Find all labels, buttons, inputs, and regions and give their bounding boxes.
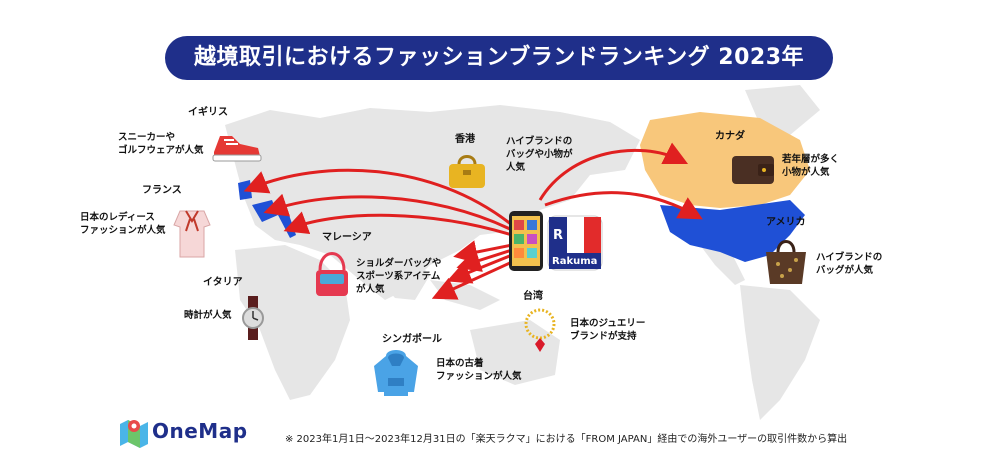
usa-name: アメリカ xyxy=(766,217,806,228)
france-caption-1: 日本のレディース xyxy=(80,212,155,223)
uk-name: イギリス xyxy=(188,107,228,118)
italy-name: イタリア xyxy=(203,277,243,288)
singapore-name: シンガポール xyxy=(382,334,442,345)
page-title: 越境取引におけるファッションブランドランキング 2023年 xyxy=(165,36,833,80)
hongkong-name: 香港 xyxy=(455,134,475,145)
canada-caption-1: 若年層が多く xyxy=(782,154,840,165)
rakuma-logo-icon: R xyxy=(547,215,603,271)
malaysia-caption-3: が人気 xyxy=(356,284,385,295)
singapore-caption-2: ファッションが人気 xyxy=(436,371,522,382)
france-name: フランス xyxy=(142,185,182,196)
italy-caption-1: 時計が人気 xyxy=(184,310,232,321)
usa-caption-2: バッグが人気 xyxy=(816,265,874,276)
canada-name: カナダ xyxy=(715,131,745,142)
malaysia-caption-1: ショルダーバッグや xyxy=(356,258,442,269)
necklace-icon xyxy=(524,308,556,352)
hongkong-caption-2: バッグや小物が xyxy=(506,149,573,160)
handbag-icon xyxy=(449,155,485,188)
svg-text:R: R xyxy=(553,228,563,243)
watch-icon xyxy=(242,296,264,340)
smartphone-icon xyxy=(509,211,543,271)
blouse-icon xyxy=(173,210,211,258)
malaysia-name: マレーシア xyxy=(322,232,372,243)
singapore-caption-1: 日本の古着 xyxy=(436,358,484,369)
hongkong-caption-3: 人気 xyxy=(506,162,526,173)
sneaker-icon xyxy=(212,136,262,162)
onemap-logo-icon xyxy=(120,420,148,448)
france-caption-2: ファッションが人気 xyxy=(80,225,166,236)
rakuma-label: Rakuma xyxy=(552,256,598,267)
taiwan-caption-1: 日本のジュエリー xyxy=(570,318,646,329)
taiwan-caption-2: ブランドが支持 xyxy=(570,331,637,342)
usa-caption-1: ハイブランドの xyxy=(816,252,883,263)
tote-bag-icon xyxy=(766,240,806,284)
taiwan-name: 台湾 xyxy=(523,291,543,302)
canada-caption-2: 小物が人気 xyxy=(782,167,830,178)
uk-caption-2: ゴルフウェアが人気 xyxy=(118,145,204,156)
uk-caption-1: スニーカーや xyxy=(118,132,176,143)
wallet-icon xyxy=(732,156,774,184)
footnote: ※ 2023年1月1日～2023年12月31日の「楽天ラクマ」における「FROM… xyxy=(285,434,848,445)
malaysia-caption-2: スポーツ系アイテム xyxy=(356,271,441,282)
hongkong-caption-1: ハイブランドの xyxy=(506,136,573,147)
shoulder-bag-icon xyxy=(316,252,348,296)
brand-logo: OneMap xyxy=(118,416,258,448)
brand-name: OneMap xyxy=(152,419,248,443)
hoodie-icon xyxy=(374,350,418,396)
